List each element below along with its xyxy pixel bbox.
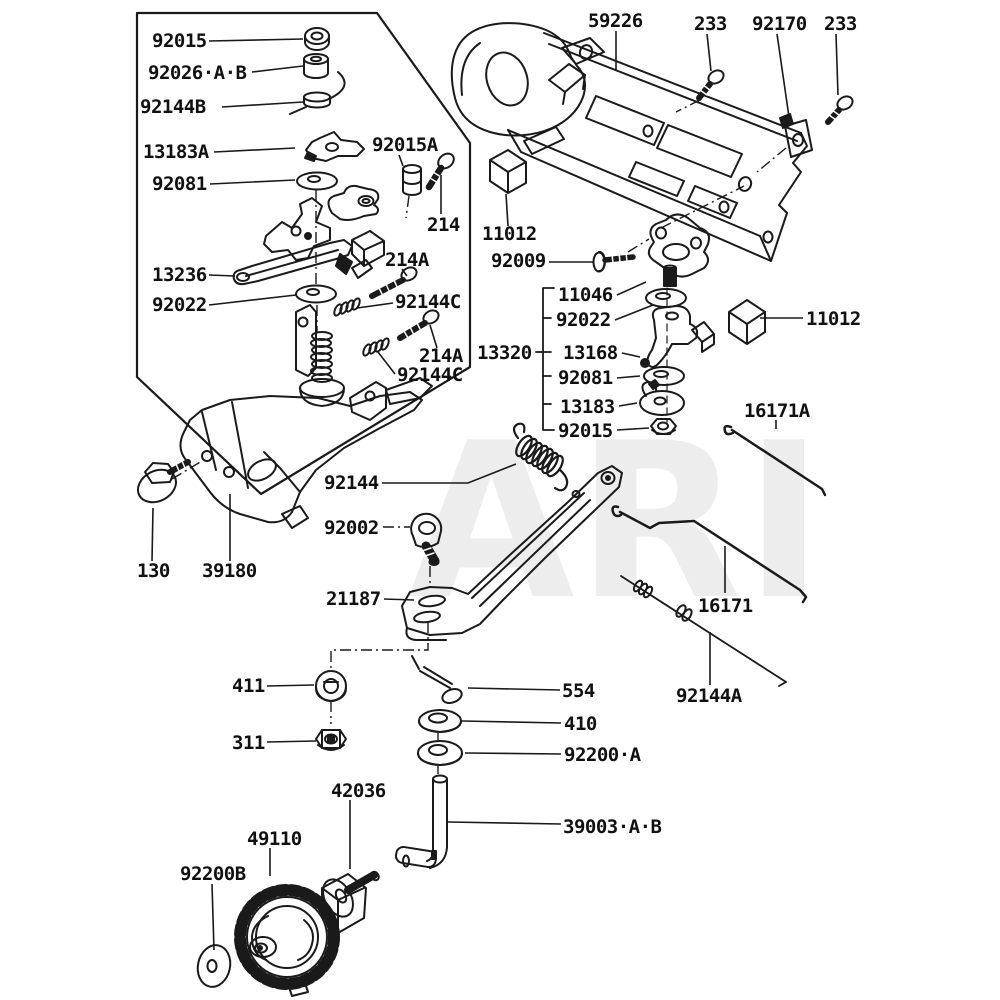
part-13168-lever bbox=[640, 305, 715, 368]
label-39003AB: 39003·A·B bbox=[563, 816, 662, 838]
label-59226: 59226 bbox=[588, 10, 643, 32]
part-92015-nut-right bbox=[650, 418, 677, 435]
part-92022-washer-right bbox=[645, 288, 687, 308]
label-92022-2: 92022 bbox=[556, 309, 611, 331]
part-92081-washer-right bbox=[643, 366, 685, 386]
label-13183: 13183 bbox=[560, 396, 615, 418]
label-92144C-2: 92144C bbox=[397, 364, 463, 386]
label-214: 214 bbox=[427, 214, 460, 236]
label-130: 130 bbox=[137, 560, 170, 582]
part-214-screw bbox=[425, 152, 455, 191]
part-92200B-washer bbox=[196, 944, 232, 988]
part-92144A-cable bbox=[620, 575, 787, 687]
part-233-screw-1 bbox=[696, 69, 725, 101]
label-214A-1: 214A bbox=[385, 249, 430, 271]
label-92022-1: 92022 bbox=[152, 294, 207, 316]
label-13236: 13236 bbox=[152, 264, 207, 286]
center-lines bbox=[171, 99, 787, 774]
part-92200A-washer bbox=[417, 740, 463, 766]
label-13320: 13320 bbox=[477, 342, 532, 364]
part-92015-nut bbox=[304, 27, 330, 51]
leader-lines bbox=[151, 31, 839, 951]
part-59226-control-panel bbox=[450, 22, 808, 262]
label-233-2: 233 bbox=[824, 13, 857, 35]
part-bell-crank bbox=[647, 213, 710, 287]
bracket-13320-group bbox=[535, 287, 555, 431]
part-49110-gear bbox=[234, 884, 340, 997]
left-assembly-box bbox=[135, 11, 472, 496]
label-92200A: 92200·A bbox=[564, 744, 642, 766]
label-11012-2: 11012 bbox=[806, 308, 861, 330]
label-16171: 16171 bbox=[698, 595, 753, 617]
label-411: 411 bbox=[232, 675, 265, 697]
label-92009: 92009 bbox=[491, 250, 546, 272]
label-233-1: 233 bbox=[694, 13, 727, 35]
label-13183A: 13183A bbox=[143, 141, 210, 163]
part-92144B-spring bbox=[289, 71, 346, 115]
part-16171A-rod bbox=[723, 424, 827, 497]
label-92015-1: 92015 bbox=[152, 30, 207, 52]
label-49110: 49110 bbox=[247, 828, 302, 850]
part-411-cup-washer bbox=[315, 670, 347, 702]
label-11012-1: 11012 bbox=[482, 223, 537, 245]
label-92081-2: 92081 bbox=[558, 367, 613, 389]
part-16171-rod bbox=[611, 505, 808, 604]
label-311: 311 bbox=[232, 732, 265, 754]
part-233-screw-2 bbox=[825, 95, 854, 125]
part-92144-spring bbox=[512, 422, 569, 492]
label-92144B: 92144B bbox=[140, 96, 206, 118]
label-42036: 42036 bbox=[331, 780, 386, 802]
part-92144C-spring-1 bbox=[333, 297, 361, 317]
label-92081-1: 92081 bbox=[152, 173, 207, 195]
label-13168: 13168 bbox=[563, 342, 618, 364]
part-92015A-bushing bbox=[402, 164, 422, 196]
label-92144A: 92144A bbox=[676, 685, 743, 707]
label-21187: 21187 bbox=[326, 588, 381, 610]
part-130-bolt bbox=[136, 459, 191, 504]
part-554-pin bbox=[411, 655, 463, 705]
part-92170-clamp bbox=[779, 113, 813, 158]
part-92144C-spring-2 bbox=[362, 337, 390, 357]
part-21187-lever bbox=[401, 465, 623, 641]
part-labels: 92015 92026·A·B 92144B 13183A 92081 9201… bbox=[137, 10, 861, 885]
part-13183-cam bbox=[639, 379, 685, 416]
label-92002: 92002 bbox=[324, 517, 379, 539]
part-13183A-plate bbox=[304, 131, 365, 162]
label-214A-2: 214A bbox=[419, 345, 464, 367]
label-92015-2: 92015 bbox=[558, 420, 613, 442]
part-92002-bolt bbox=[410, 512, 443, 566]
label-39180: 39180 bbox=[202, 560, 257, 582]
label-92144C-1: 92144C bbox=[395, 291, 461, 313]
label-554: 554 bbox=[562, 680, 595, 702]
part-92081-washer bbox=[296, 171, 338, 191]
part-214A-screw-2 bbox=[397, 309, 440, 341]
part-92022-washer bbox=[295, 284, 337, 304]
label-92015A: 92015A bbox=[372, 134, 439, 156]
label-11046: 11046 bbox=[558, 284, 613, 306]
part-92026-bushing bbox=[303, 53, 329, 79]
label-92026AB: 92026·A·B bbox=[148, 62, 247, 84]
part-11012-box-right bbox=[728, 299, 766, 345]
part-11012-box-left bbox=[489, 149, 527, 194]
part-39003-rod bbox=[395, 774, 448, 869]
part-39180-base-plate bbox=[179, 391, 423, 529]
label-92200B: 92200B bbox=[180, 863, 246, 885]
label-92144: 92144 bbox=[324, 472, 379, 494]
watermark-text: ARI bbox=[408, 396, 826, 647]
part-214A-screw-1 bbox=[369, 266, 418, 299]
part-92009-screw bbox=[592, 250, 636, 273]
part-410-washer bbox=[418, 709, 462, 733]
label-16171A: 16171A bbox=[744, 400, 811, 422]
label-92170: 92170 bbox=[752, 13, 807, 35]
part-cluster-throttle-levers bbox=[232, 184, 385, 286]
label-410: 410 bbox=[564, 713, 597, 735]
part-plunger-assembly bbox=[295, 304, 433, 421]
part-311-nut bbox=[315, 729, 347, 751]
